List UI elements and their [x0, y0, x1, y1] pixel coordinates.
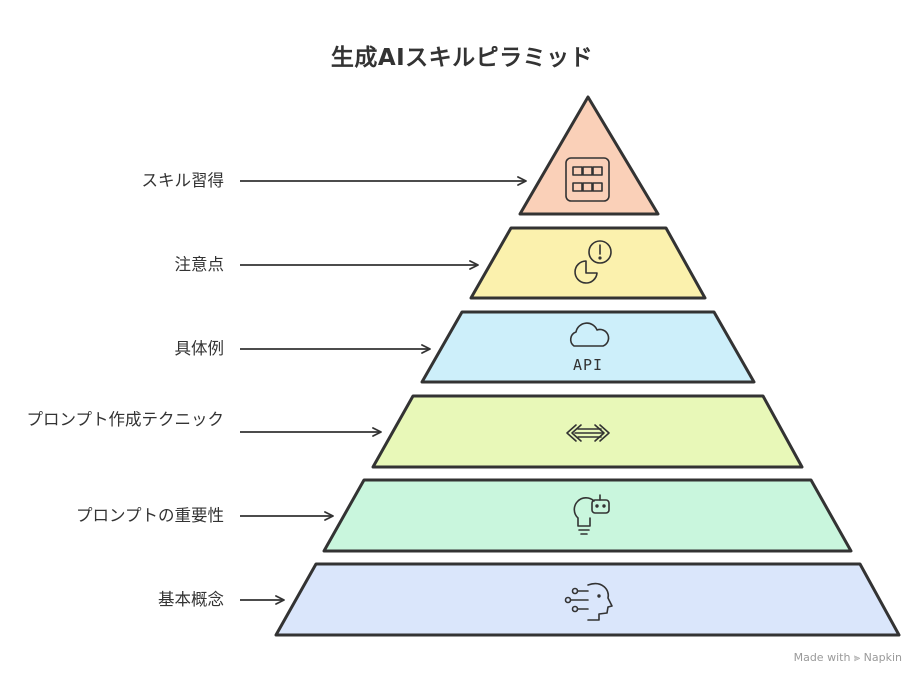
pyramid-level-3 — [420, 310, 756, 384]
double-arrows-icon — [566, 424, 610, 442]
cloud-api-label: API — [573, 356, 603, 374]
level-label-2: 注意点 — [174, 255, 225, 274]
level-outline — [518, 95, 660, 216]
level-label-6: 基本概念 — [158, 590, 224, 609]
level-label-1: スキル習得 — [141, 171, 225, 190]
level-fill — [520, 97, 658, 214]
napkin-logo-icon: ⫸ — [853, 651, 861, 664]
head-circuit-icon — [564, 582, 613, 621]
level-fill — [422, 312, 754, 382]
lightbulb-robot-icon — [573, 494, 610, 535]
watermark-brand: Napkin — [863, 651, 902, 664]
pie-alert-icon — [574, 240, 612, 284]
pyramid-level-2 — [469, 226, 707, 300]
level-label-4: プロンプト作成テクニック — [26, 410, 224, 429]
level-fill — [324, 480, 851, 551]
cloud-api-icon: API — [569, 322, 610, 374]
level-label-5: プロンプトの重要性 — [75, 506, 224, 525]
level-outline — [371, 394, 804, 469]
level-outline — [469, 226, 707, 300]
watermark-prefix: Made with — [793, 651, 851, 664]
level-outline — [420, 310, 756, 384]
level-outline — [322, 478, 853, 553]
pyramid-level-1 — [518, 95, 660, 216]
pyramid-level-4 — [371, 394, 804, 469]
level-fill — [373, 396, 802, 467]
diagram-title: 生成AIスキルピラミッド — [330, 45, 594, 71]
level-fill — [471, 228, 705, 298]
level-outline — [274, 562, 901, 637]
napkin-watermark: Made with ⫸ Napkin — [794, 651, 902, 665]
grid-blocks-icon — [565, 157, 610, 202]
level-label-3: 具体例 — [174, 339, 225, 358]
pyramid-level-5 — [322, 478, 853, 553]
